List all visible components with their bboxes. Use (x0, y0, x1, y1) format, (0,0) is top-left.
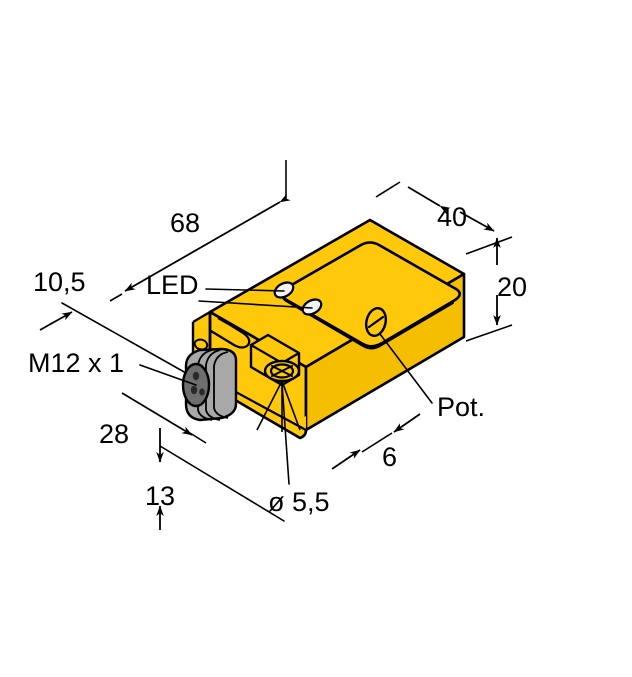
callout-m12-leader (139, 364, 197, 386)
dimension-length-68: 68 (109, 160, 291, 302)
sensor-body (181, 218, 466, 440)
dimension-inset-6-line-b (331, 449, 361, 470)
callout-led-leader-2 (198, 300, 313, 309)
dimension-height-20-ext-bottom (465, 324, 513, 342)
dimension-width-40-line (407, 186, 451, 215)
connector-pin-1 (192, 371, 200, 381)
dimension-offset-13: 13 (145, 428, 175, 530)
dimension-offset-10-5-lead (61, 302, 187, 374)
dimension-height-20: 20 (465, 236, 527, 342)
dimension-offset-10-5-label: 10,5 (33, 267, 86, 297)
dimension-hole-diameter-label: ø 5,5 (268, 487, 330, 517)
dimension-width-40-line-b (459, 211, 495, 232)
callout-m12-label: M12 x 1 (28, 348, 124, 378)
potentiometer-slot-line (367, 315, 385, 329)
dimension-length-68-line (124, 193, 291, 292)
callout-led-label: LED (146, 270, 199, 300)
cable-notch (210, 317, 251, 349)
dimension-height-20-ext-top (465, 236, 513, 255)
dimension-inset-6-line-a (393, 413, 421, 433)
callout-m12: M12 x 1 (28, 348, 197, 386)
dimension-inset-6-label: 6 (382, 442, 397, 472)
dimension-width-40-ext-a (375, 181, 401, 198)
dimension-spacing-28-line (121, 392, 193, 436)
dimension-spacing-28-lead (159, 445, 285, 522)
dimension-length-68-ext-b (109, 293, 123, 302)
callout-pot-leader (379, 333, 433, 404)
dimension-inset-6-ext (361, 432, 393, 453)
dimension-spacing-28-label: 28 (99, 419, 129, 449)
dimension-offset-13-label: 13 (145, 481, 175, 511)
dimension-height-20-label: 20 (497, 272, 527, 302)
callout-pot-label: Pot. (437, 392, 485, 422)
m12-connector (181, 347, 238, 422)
led-indicator-2 (301, 298, 323, 316)
dimension-spacing-28: 28 (99, 392, 285, 522)
callout-led-leader (205, 288, 285, 292)
dimension-width-40-label: 40 (437, 202, 467, 232)
dimension-length-68-label: 68 (170, 208, 200, 238)
dimension-offset-10-5: 10,5 (33, 267, 187, 374)
connector-pin-3 (199, 388, 205, 396)
dimension-inset-6: 6 (331, 413, 421, 472)
dimension-offset-10-5-line (39, 311, 73, 331)
end-face-slot (193, 338, 209, 351)
mounting-hole-crosshair (271, 365, 293, 377)
dimension-width-40: 40 (375, 181, 495, 232)
dimension-spacing-28-ext (189, 432, 207, 444)
dimension-hole-diameter: ø 5,5 (268, 382, 330, 517)
callout-led: LED (146, 270, 313, 309)
connector-pin-2 (190, 385, 198, 395)
dimension-hole-diameter-leader (281, 382, 290, 485)
callout-pot: Pot. (379, 333, 485, 422)
